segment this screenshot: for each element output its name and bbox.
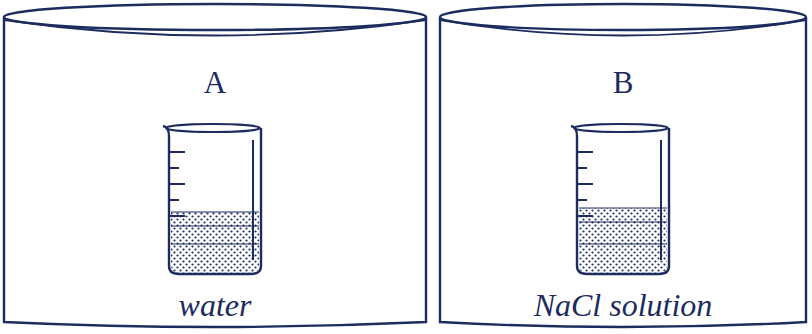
liquid-line — [579, 243, 667, 244]
beaker — [163, 126, 261, 274]
scale-mark — [577, 199, 587, 201]
jar-lid-rim — [440, 20, 806, 36]
jar-container: Awater — [2, 2, 428, 332]
jar-body — [440, 17, 806, 327]
scale-mark — [169, 215, 185, 217]
contents-label: water — [2, 288, 428, 323]
liquid-line — [171, 225, 259, 226]
liquid-line — [579, 207, 667, 208]
scale-mark — [577, 183, 593, 185]
jar-outline — [438, 2, 808, 332]
jar-lid — [4, 4, 426, 30]
jar-outline — [2, 2, 428, 332]
scale-mark — [169, 183, 185, 185]
jar-lid-rim — [4, 20, 426, 36]
contents-label: NaCl solution — [438, 288, 808, 323]
container-letter: A — [2, 66, 428, 100]
beaker — [571, 126, 669, 274]
jar-lid — [440, 4, 806, 30]
liquid-line — [171, 243, 259, 244]
container-letter: B — [438, 66, 808, 100]
liquid-line — [579, 221, 667, 222]
beaker-rim — [574, 124, 668, 132]
scale-mark — [577, 151, 593, 153]
scale-mark — [169, 199, 179, 201]
glass-highlight — [660, 140, 662, 260]
beaker-rim — [166, 124, 260, 132]
scale-mark — [577, 215, 593, 217]
scale-mark — [169, 151, 185, 153]
jar-container: B NaCl solution — [438, 2, 808, 332]
glass-highlight — [252, 140, 254, 260]
jar-body — [4, 17, 426, 327]
liquid-line — [171, 211, 259, 212]
liquid — [171, 212, 259, 273]
scale-mark — [169, 167, 179, 169]
liquid — [579, 208, 667, 273]
scale-mark — [577, 167, 587, 169]
